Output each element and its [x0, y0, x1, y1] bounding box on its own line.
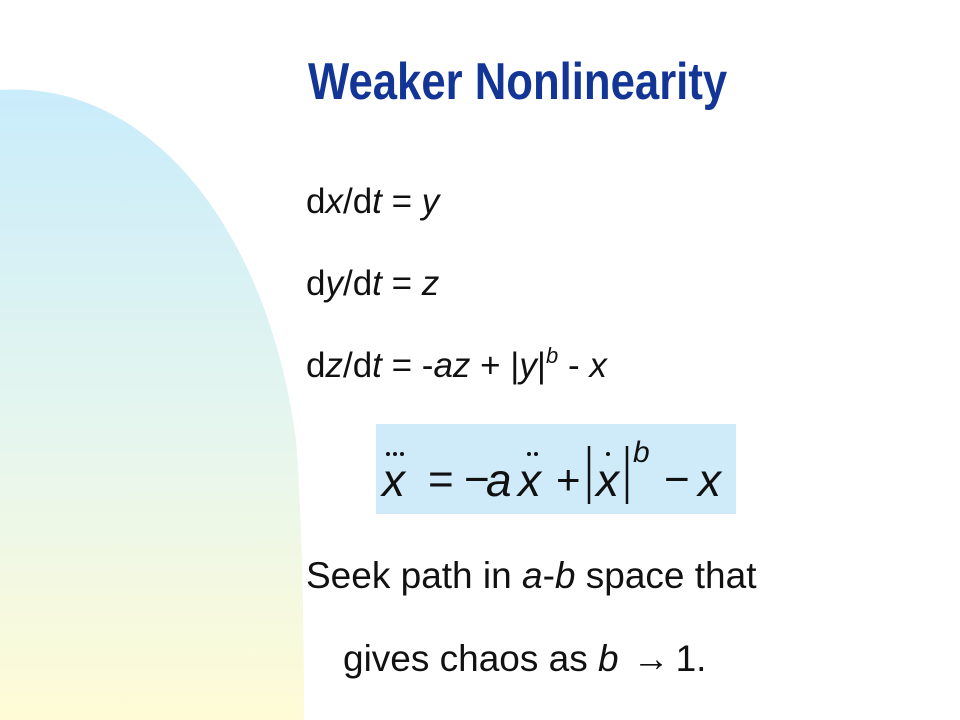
- equation-dy-dt: dy/dt = z: [306, 264, 440, 303]
- formula-last-x: x: [696, 454, 723, 506]
- equation-dx-dt: dx/dt = y: [306, 182, 440, 221]
- formula-equals: =: [428, 455, 454, 504]
- formula-x-ddot: x: [516, 454, 543, 506]
- jerk-equation: x = − a x + x b − x: [380, 436, 723, 506]
- triple-dot: [386, 452, 390, 456]
- formula-x-dot: x: [594, 454, 621, 506]
- slide-title: Weaker Nonlinearity: [308, 53, 728, 111]
- gives-chaos-text: gives chaos as b→1.: [343, 638, 707, 679]
- seek-path-text: Seek path in a-b space that: [306, 555, 757, 596]
- right-arrow-icon: →: [632, 638, 670, 679]
- formula-plus: +: [556, 456, 581, 503]
- formula-lhs-x: x: [380, 454, 407, 506]
- single-dot: [606, 452, 610, 456]
- background-blob: [0, 89, 304, 720]
- formula-exponent-b: b: [633, 436, 650, 469]
- formula-coef-a: a: [486, 454, 512, 506]
- formula-neg: −: [464, 455, 490, 504]
- double-dot: [527, 452, 531, 456]
- formula-minus: −: [664, 455, 690, 504]
- jerk-equation-box: x = − a x + x b − x: [376, 424, 736, 514]
- equation-dz-dt: dz/dt = -az + |y|b - x: [306, 343, 607, 385]
